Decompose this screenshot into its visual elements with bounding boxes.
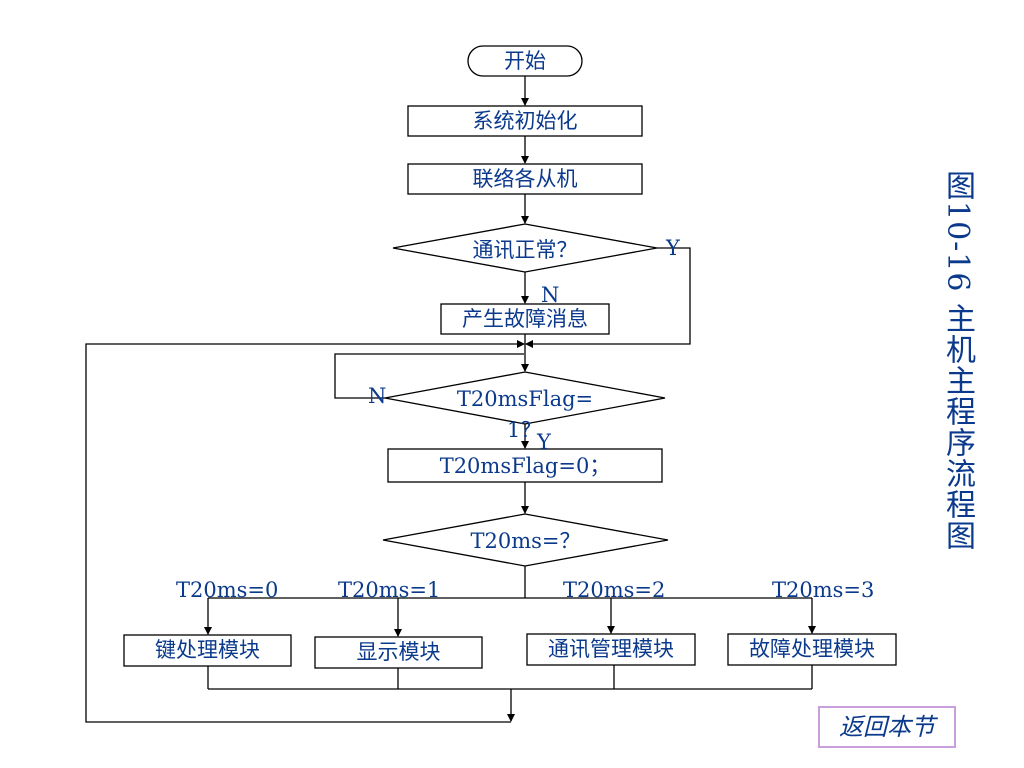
comm-ok-label: 通讯正常？ xyxy=(472,238,578,262)
module-box-1 xyxy=(314,636,483,669)
fault-msg-label: 产生故障消息 xyxy=(462,307,588,331)
t20ms-check-label: T20ms=？ xyxy=(470,529,581,553)
module-label-2: 通讯管理模块 xyxy=(548,637,674,661)
back-to-section-button[interactable]: 返回本节 xyxy=(818,706,956,748)
comm-yes-label: Y xyxy=(666,236,680,260)
flag-check-label-2: 1？ xyxy=(507,418,542,442)
module-label-3: 故障处理模块 xyxy=(749,637,875,661)
flag-no-label: N xyxy=(368,384,387,408)
branch-condition-1: T20ms=1 xyxy=(338,578,441,602)
module-box-0 xyxy=(123,634,292,667)
module-box-2 xyxy=(526,633,696,666)
comm-no-label: N xyxy=(541,283,560,307)
init-box xyxy=(407,105,643,137)
flag-reset-box xyxy=(387,448,663,483)
link-slaves-box xyxy=(407,163,643,195)
flag-reset-label: T20msFlag=0； xyxy=(439,454,611,478)
link-slaves-label: 联络各从机 xyxy=(472,167,578,191)
branch-condition-3: T20ms=3 xyxy=(772,578,875,602)
figure-caption: 图10-16 主机主程序流程图 xyxy=(940,170,975,552)
start-label: 开始 xyxy=(504,49,546,73)
init-label: 系统初始化 xyxy=(472,109,578,133)
module-label-1: 显示模块 xyxy=(356,640,441,664)
module-label-0: 键处理模块 xyxy=(155,638,260,662)
branch-condition-2: T20ms=2 xyxy=(563,578,666,602)
branch-condition-0: T20ms=0 xyxy=(176,578,279,602)
flag-check-label: T20msFlag= xyxy=(456,387,594,411)
fault-msg-box xyxy=(440,303,610,335)
flag-yes-label: Y xyxy=(537,430,551,454)
